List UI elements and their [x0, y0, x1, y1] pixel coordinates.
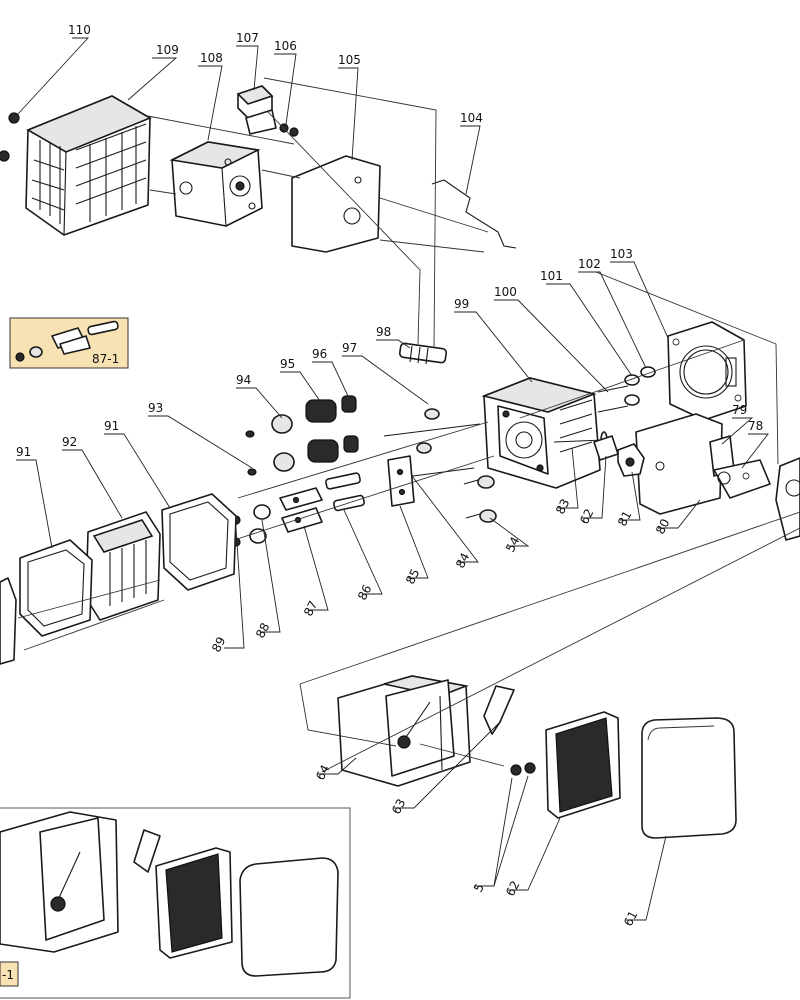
part-88-pivot: [249, 504, 271, 544]
label-94: 94: [236, 373, 251, 387]
part-62-gasket: [593, 435, 619, 461]
label-87-1: 87-1: [92, 352, 119, 366]
label-84: 84: [453, 551, 473, 571]
label-100: 100: [494, 285, 517, 299]
label-62b: 62: [503, 879, 523, 899]
part-62-filter-element: [545, 711, 621, 819]
part-99-cylinder-head: [481, 377, 601, 489]
label-80: 80: [653, 517, 673, 537]
part-92-valve-cover: [85, 511, 161, 621]
label-103: 103: [610, 247, 633, 261]
label-99: 99: [454, 297, 469, 311]
part-108-muffler: [169, 141, 263, 227]
inset-air-cleaner: -1: [0, 807, 351, 999]
part-94-valve-cotter: [245, 430, 257, 476]
part-number-labels: 110 109 108 107 106 105 104 103 102 101 …: [16, 23, 763, 929]
label-5: 5: [471, 881, 487, 894]
label-109: 109: [156, 43, 179, 57]
part-110-nut: [8, 112, 20, 124]
part-54-bolts: [416, 408, 497, 523]
part-91-gasket: [19, 539, 93, 637]
part-81-intake-gasket: [617, 443, 645, 477]
label-89: 89: [209, 635, 229, 655]
part-85-guide-plate: [387, 455, 415, 507]
part-78-gasket: [713, 459, 771, 499]
label-96: 96: [312, 347, 327, 361]
label-inset-bottom: -1: [2, 968, 14, 982]
label-61: 61: [621, 909, 641, 929]
part-91-gasket-2: [0, 577, 17, 665]
projection-lines: [17, 77, 800, 773]
label-86: 86: [355, 583, 375, 603]
part-105-heat-shield: [291, 155, 381, 253]
part-101-ring-2: [624, 394, 640, 406]
part-109-exhaust-grill: [25, 95, 152, 236]
label-78: 78: [748, 419, 763, 433]
label-79: 79: [732, 403, 747, 417]
label-93: 93: [148, 401, 163, 415]
part-98-spark-plug: [398, 342, 448, 365]
part-100-stud: [597, 385, 629, 393]
label-91a: 91: [104, 419, 119, 433]
label-85: 85: [403, 567, 423, 587]
label-83: 83: [553, 497, 573, 517]
part-97-valve-seal: [341, 395, 359, 453]
part-63-clip: [483, 685, 515, 735]
part-80-insulator-plate: [635, 413, 723, 515]
part-64-air-cleaner-base: [337, 675, 471, 787]
label-110: 110: [68, 23, 91, 37]
label-63: 63: [389, 797, 409, 817]
label-54: 54: [503, 535, 523, 555]
label-104: 104: [460, 111, 483, 125]
label-101: 101: [540, 269, 563, 283]
label-98: 98: [376, 325, 391, 339]
part-5-nuts: [510, 762, 536, 776]
part-107-sensor-bracket: [236, 85, 277, 135]
label-105: 105: [338, 53, 361, 67]
label-81: 81: [615, 509, 635, 529]
part-110-nut-2: [0, 150, 10, 162]
label-108: 108: [200, 51, 223, 65]
label-88: 88: [253, 621, 273, 641]
part-100-stud-2: [597, 405, 629, 413]
part-61-filter-cover: [641, 717, 737, 839]
part-104-wire-rod: [431, 179, 517, 249]
leader-lines: [16, 37, 769, 921]
label-64: 64: [313, 763, 333, 783]
part-101-ring: [624, 374, 640, 386]
label-91b: 91: [16, 445, 31, 459]
label-97: 97: [342, 341, 357, 355]
label-62a: 62: [577, 507, 597, 527]
label-87: 87: [301, 599, 321, 619]
label-95: 95: [280, 357, 295, 371]
label-92: 92: [62, 435, 77, 449]
part-95-retainer: [271, 414, 295, 472]
part-86-pivot-bolts: [325, 472, 365, 512]
label-106: 106: [274, 39, 297, 53]
carburetor-partial: [775, 457, 800, 541]
part-93-cover-gasket: [161, 493, 237, 591]
part-87-rocker-arm: [279, 487, 323, 533]
inset-87-1: 87-1: [9, 317, 129, 369]
part-106-bolt-2: [289, 127, 299, 137]
label-107: 107: [236, 31, 259, 45]
part-96-valve-spring: [305, 399, 339, 463]
label-102: 102: [578, 257, 601, 271]
